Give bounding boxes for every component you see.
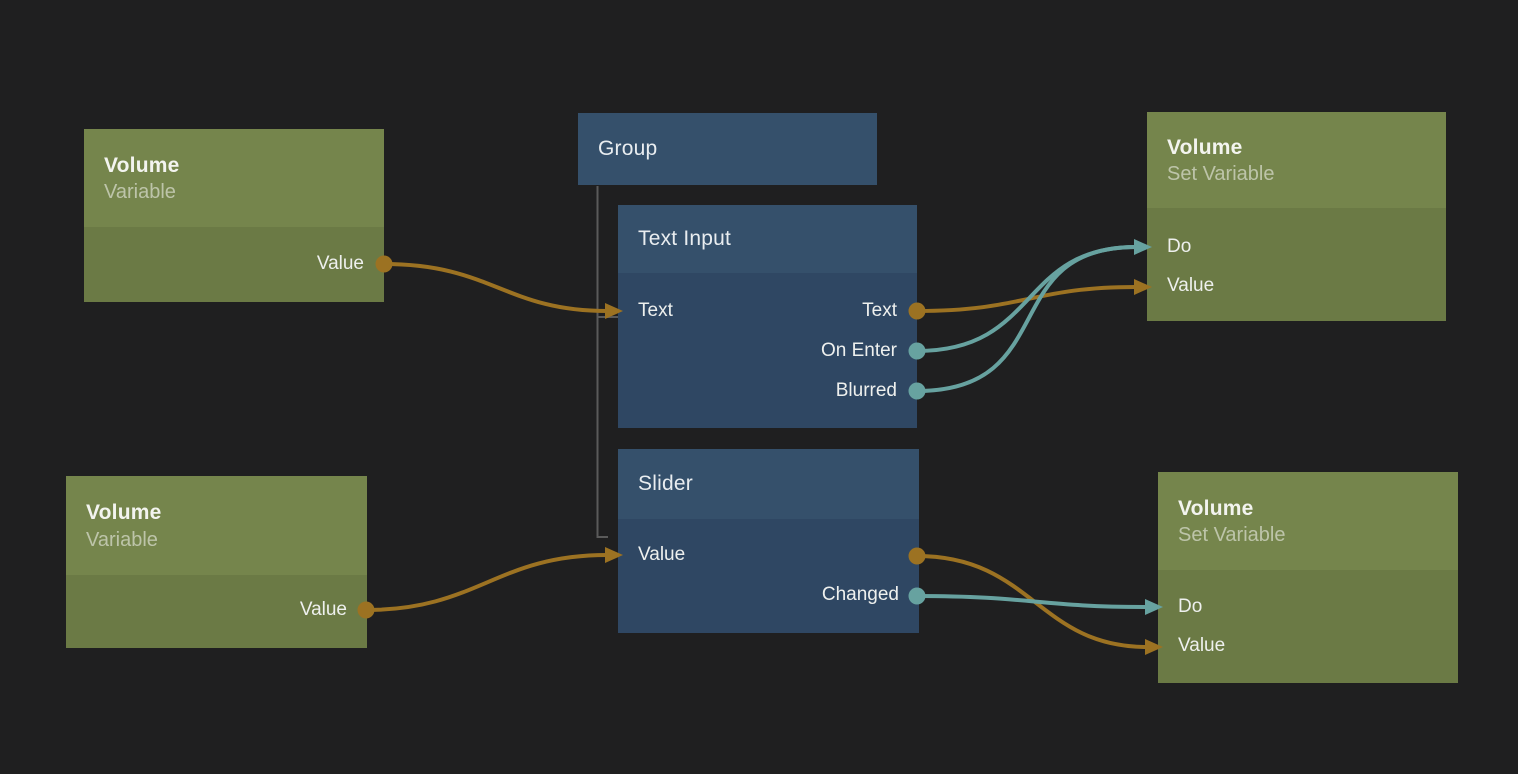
node-group[interactable]: Group	[578, 113, 877, 185]
wire-variable1-to-textinput[interactable]	[382, 262, 609, 313]
node-header[interactable]: Volume Variable	[66, 476, 367, 575]
node-title: Group	[598, 136, 658, 160]
wire-textinput-blurred-to-set1-do[interactable]	[915, 245, 1138, 393]
port-label: Value	[316, 253, 364, 274]
node-body: Do Value	[1147, 208, 1446, 321]
node-header[interactable]: Text Input	[618, 205, 917, 273]
node-subtitle: Variable	[86, 528, 158, 551]
node-title: Volume	[1178, 496, 1254, 520]
node-header[interactable]: Slider	[618, 449, 919, 519]
node-header[interactable]: Group	[578, 113, 877, 185]
node-body: Value	[84, 227, 384, 302]
port-changed-output[interactable]: Changed	[618, 575, 919, 615]
port-do-input[interactable]: Do	[1147, 227, 1446, 267]
node-body: Value	[66, 575, 367, 648]
node-variable-2[interactable]: Volume Variable Value	[66, 476, 367, 648]
port-blurred-output[interactable]: Blurred	[618, 371, 917, 411]
node-header[interactable]: Volume Variable	[84, 129, 384, 227]
node-text-input[interactable]: Text Input Text Text On Enter Blurred	[618, 205, 917, 428]
port-text-output[interactable]: Text	[618, 291, 917, 331]
node-body: Text Text On Enter Blurred	[618, 273, 917, 428]
node-body: Do Value	[1158, 570, 1458, 683]
port-label: Value	[299, 599, 347, 620]
port-value-output[interactable]: Value	[84, 244, 384, 284]
wire-textinput-onenter-to-set1-do[interactable]	[915, 245, 1138, 353]
node-title: Volume	[86, 501, 162, 525]
node-subtitle: Set Variable	[1178, 524, 1286, 547]
wire-textinput-text-to-set1-value[interactable]	[915, 285, 1138, 313]
port-value-input[interactable]: Value	[1147, 266, 1446, 306]
port-label: On Enter	[820, 340, 897, 361]
port-label: Value	[638, 544, 686, 565]
wire-variable2-to-slider[interactable]	[364, 553, 609, 612]
port-do-input[interactable]: Do	[1158, 587, 1458, 627]
node-set-variable-1[interactable]: Volume Set Variable Do Value	[1147, 112, 1446, 321]
port-value-input[interactable]: Value	[618, 535, 919, 575]
child-connection-line	[596, 186, 618, 538]
node-variable-1[interactable]: Volume Variable Value	[84, 129, 384, 302]
node-subtitle: Set Variable	[1167, 163, 1275, 186]
port-label: Changed	[821, 584, 899, 605]
port-on-enter-output[interactable]: On Enter	[618, 331, 917, 371]
port-text-input[interactable]: Text	[618, 291, 917, 331]
port-value-output[interactable]: Value	[66, 590, 367, 630]
port-label: Value	[1178, 635, 1226, 656]
port-label: Do	[1178, 596, 1203, 617]
node-header[interactable]: Volume Set Variable	[1158, 472, 1458, 570]
node-header[interactable]: Volume Set Variable	[1147, 112, 1446, 208]
port-label: Do	[1167, 236, 1192, 257]
node-set-variable-2[interactable]: Volume Set Variable Do Value	[1158, 472, 1458, 683]
port-label: Value	[1167, 275, 1215, 296]
port-value-input[interactable]: Value	[1158, 626, 1458, 666]
port-label: Text	[862, 300, 897, 321]
node-title: Volume	[1167, 135, 1243, 159]
node-subtitle: Variable	[104, 181, 176, 204]
port-label: Blurred	[835, 380, 897, 401]
wire-slider-changed-to-set2-do[interactable]	[915, 594, 1149, 609]
node-title: Text Input	[638, 226, 732, 250]
node-slider[interactable]: Slider Value Changed	[618, 449, 919, 633]
node-title: Volume	[104, 153, 180, 177]
wire-slider-value-to-set2-value[interactable]	[915, 554, 1149, 649]
node-title: Slider	[638, 471, 693, 495]
port-label: Text	[638, 300, 673, 321]
node-body: Value Changed	[618, 519, 919, 633]
